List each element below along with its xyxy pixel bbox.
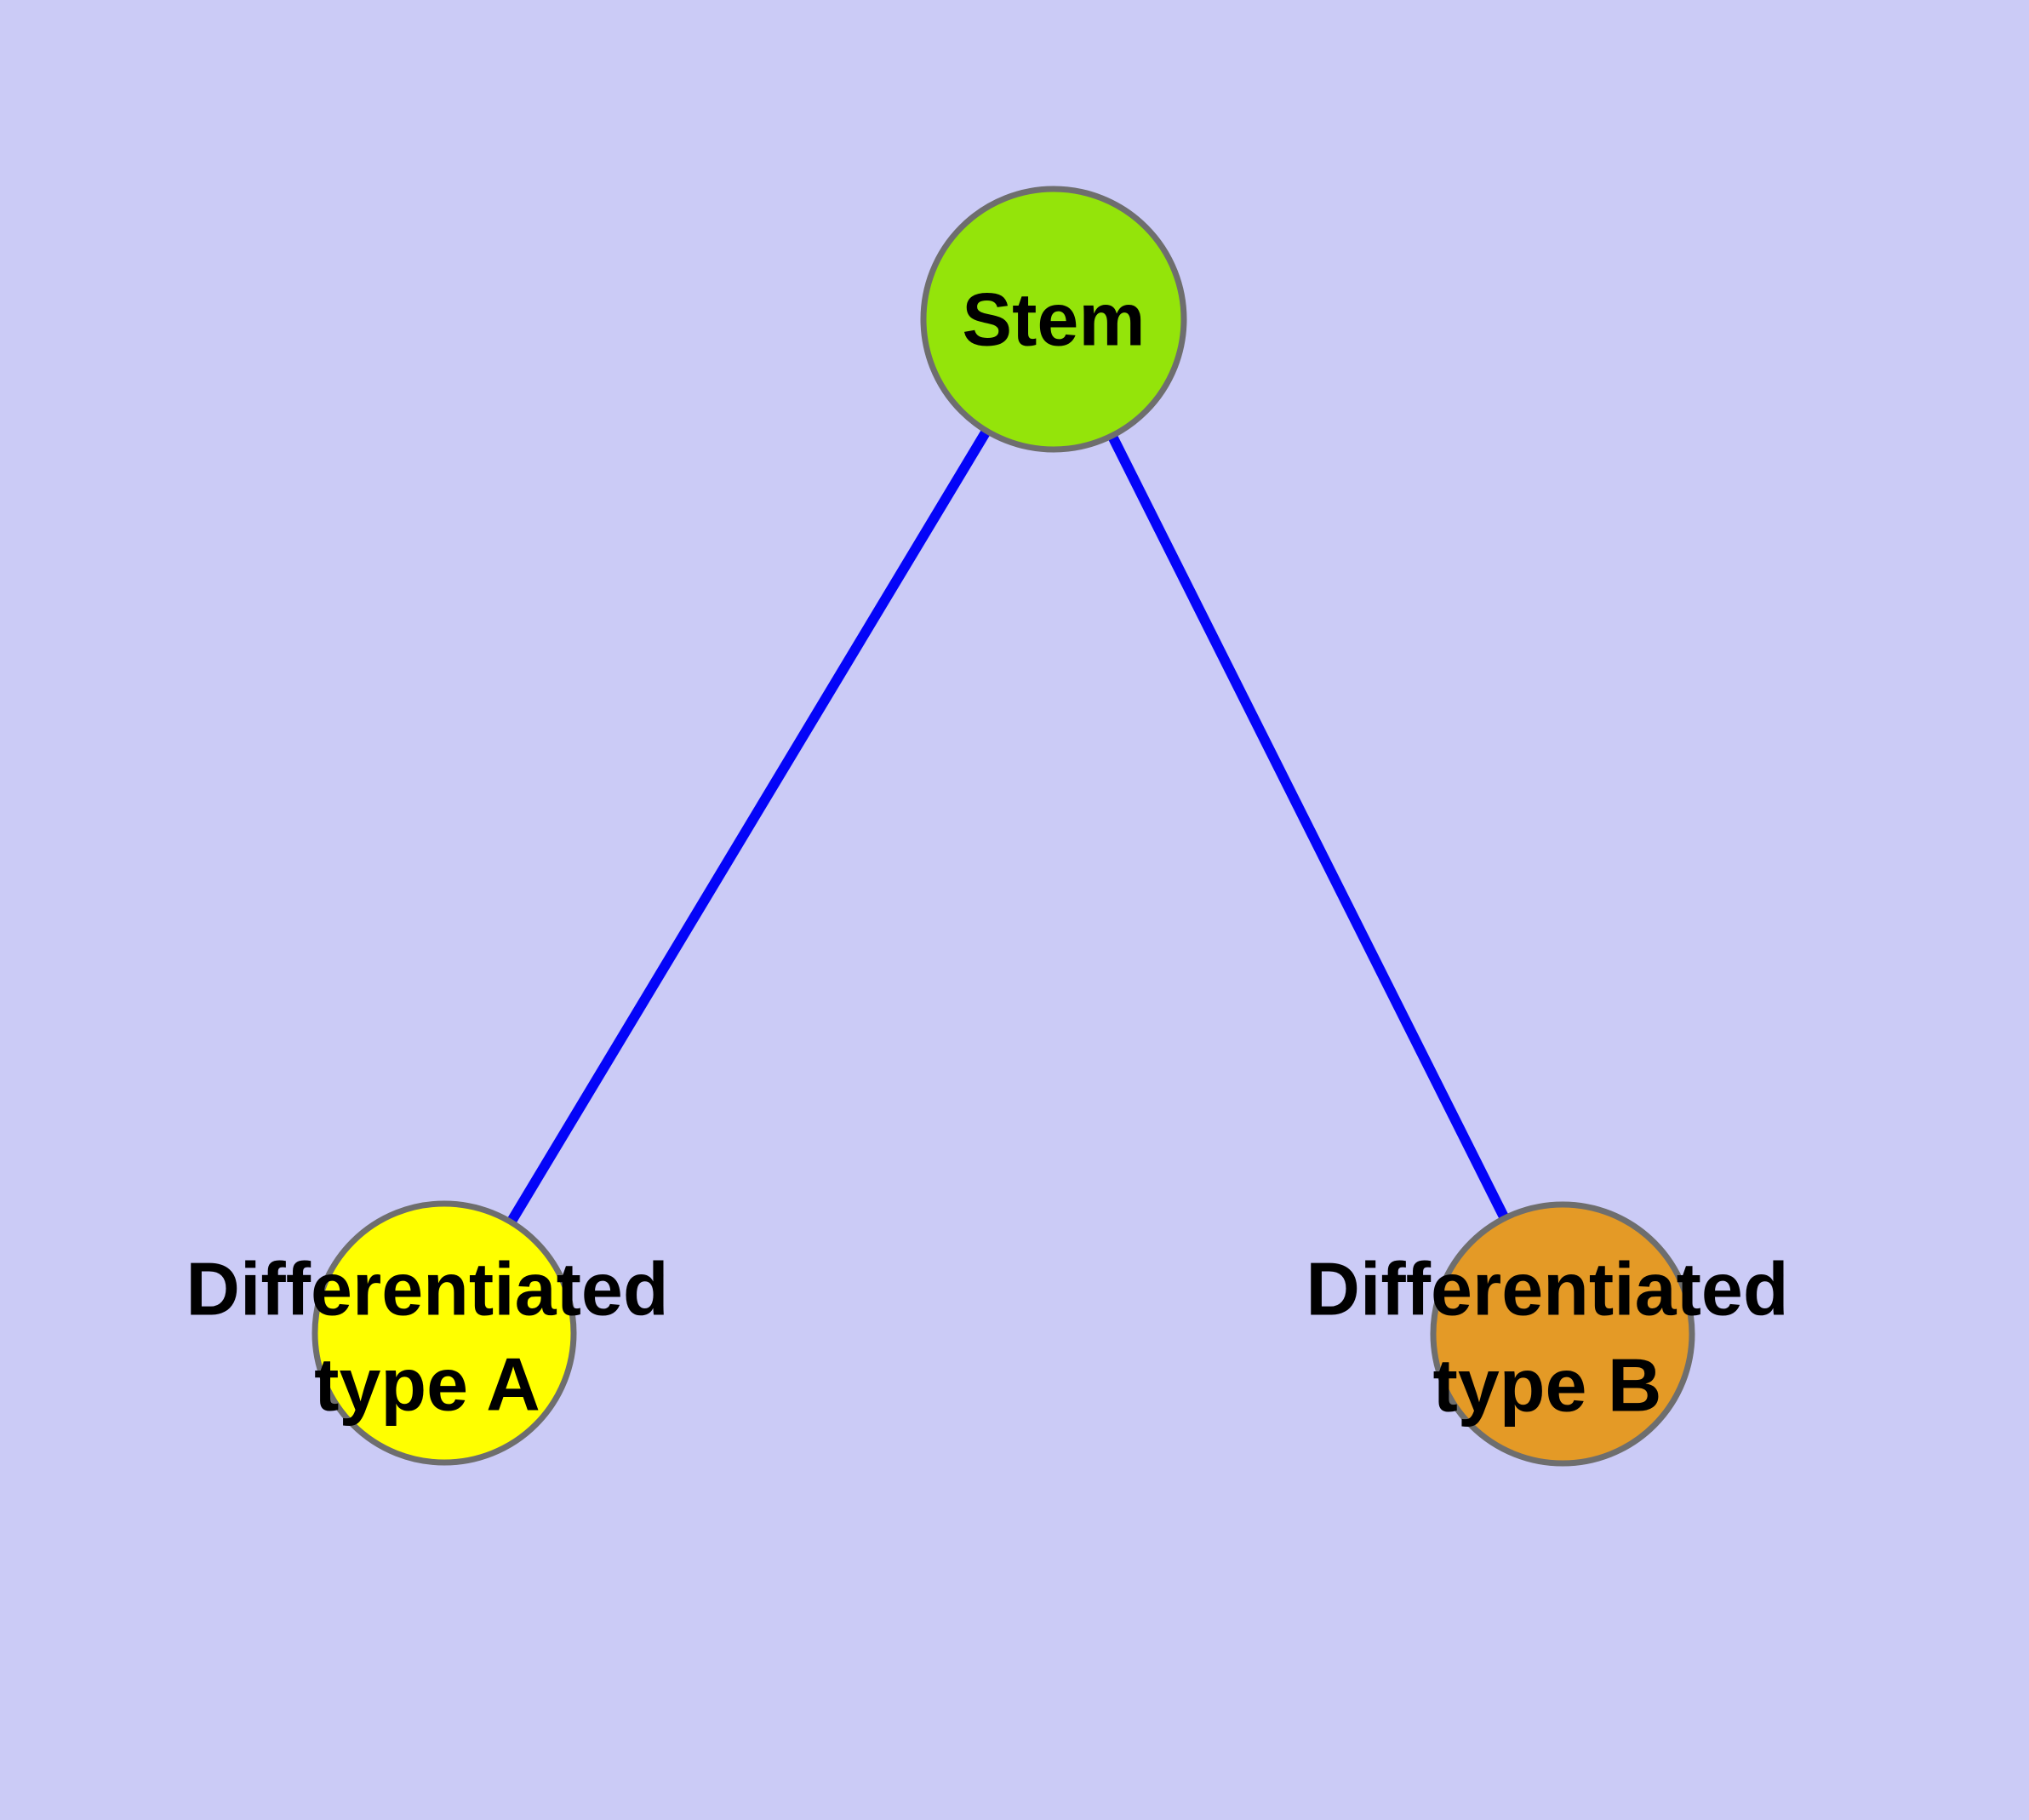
node-differentiated-type-a-circle [311, 1200, 577, 1466]
node-differentiated-type-b-label-line1: Differentiated [1306, 1247, 1788, 1331]
node-stem-label: Stem [962, 278, 1145, 362]
node-differentiated-type-b-circle [1430, 1201, 1695, 1467]
node-differentiated-type-b-label-line2: type B [1433, 1343, 1662, 1428]
node-differentiated-type-a-label-line1: Differentiated [186, 1247, 668, 1331]
edge-stem-to-differentiated-type-a [439, 316, 1059, 1336]
edge-stem-to-differentiated-type-b [1049, 317, 1568, 1336]
node-stem-circle [920, 186, 1187, 453]
node-differentiated-type-a-label-line2: type A [314, 1342, 540, 1427]
